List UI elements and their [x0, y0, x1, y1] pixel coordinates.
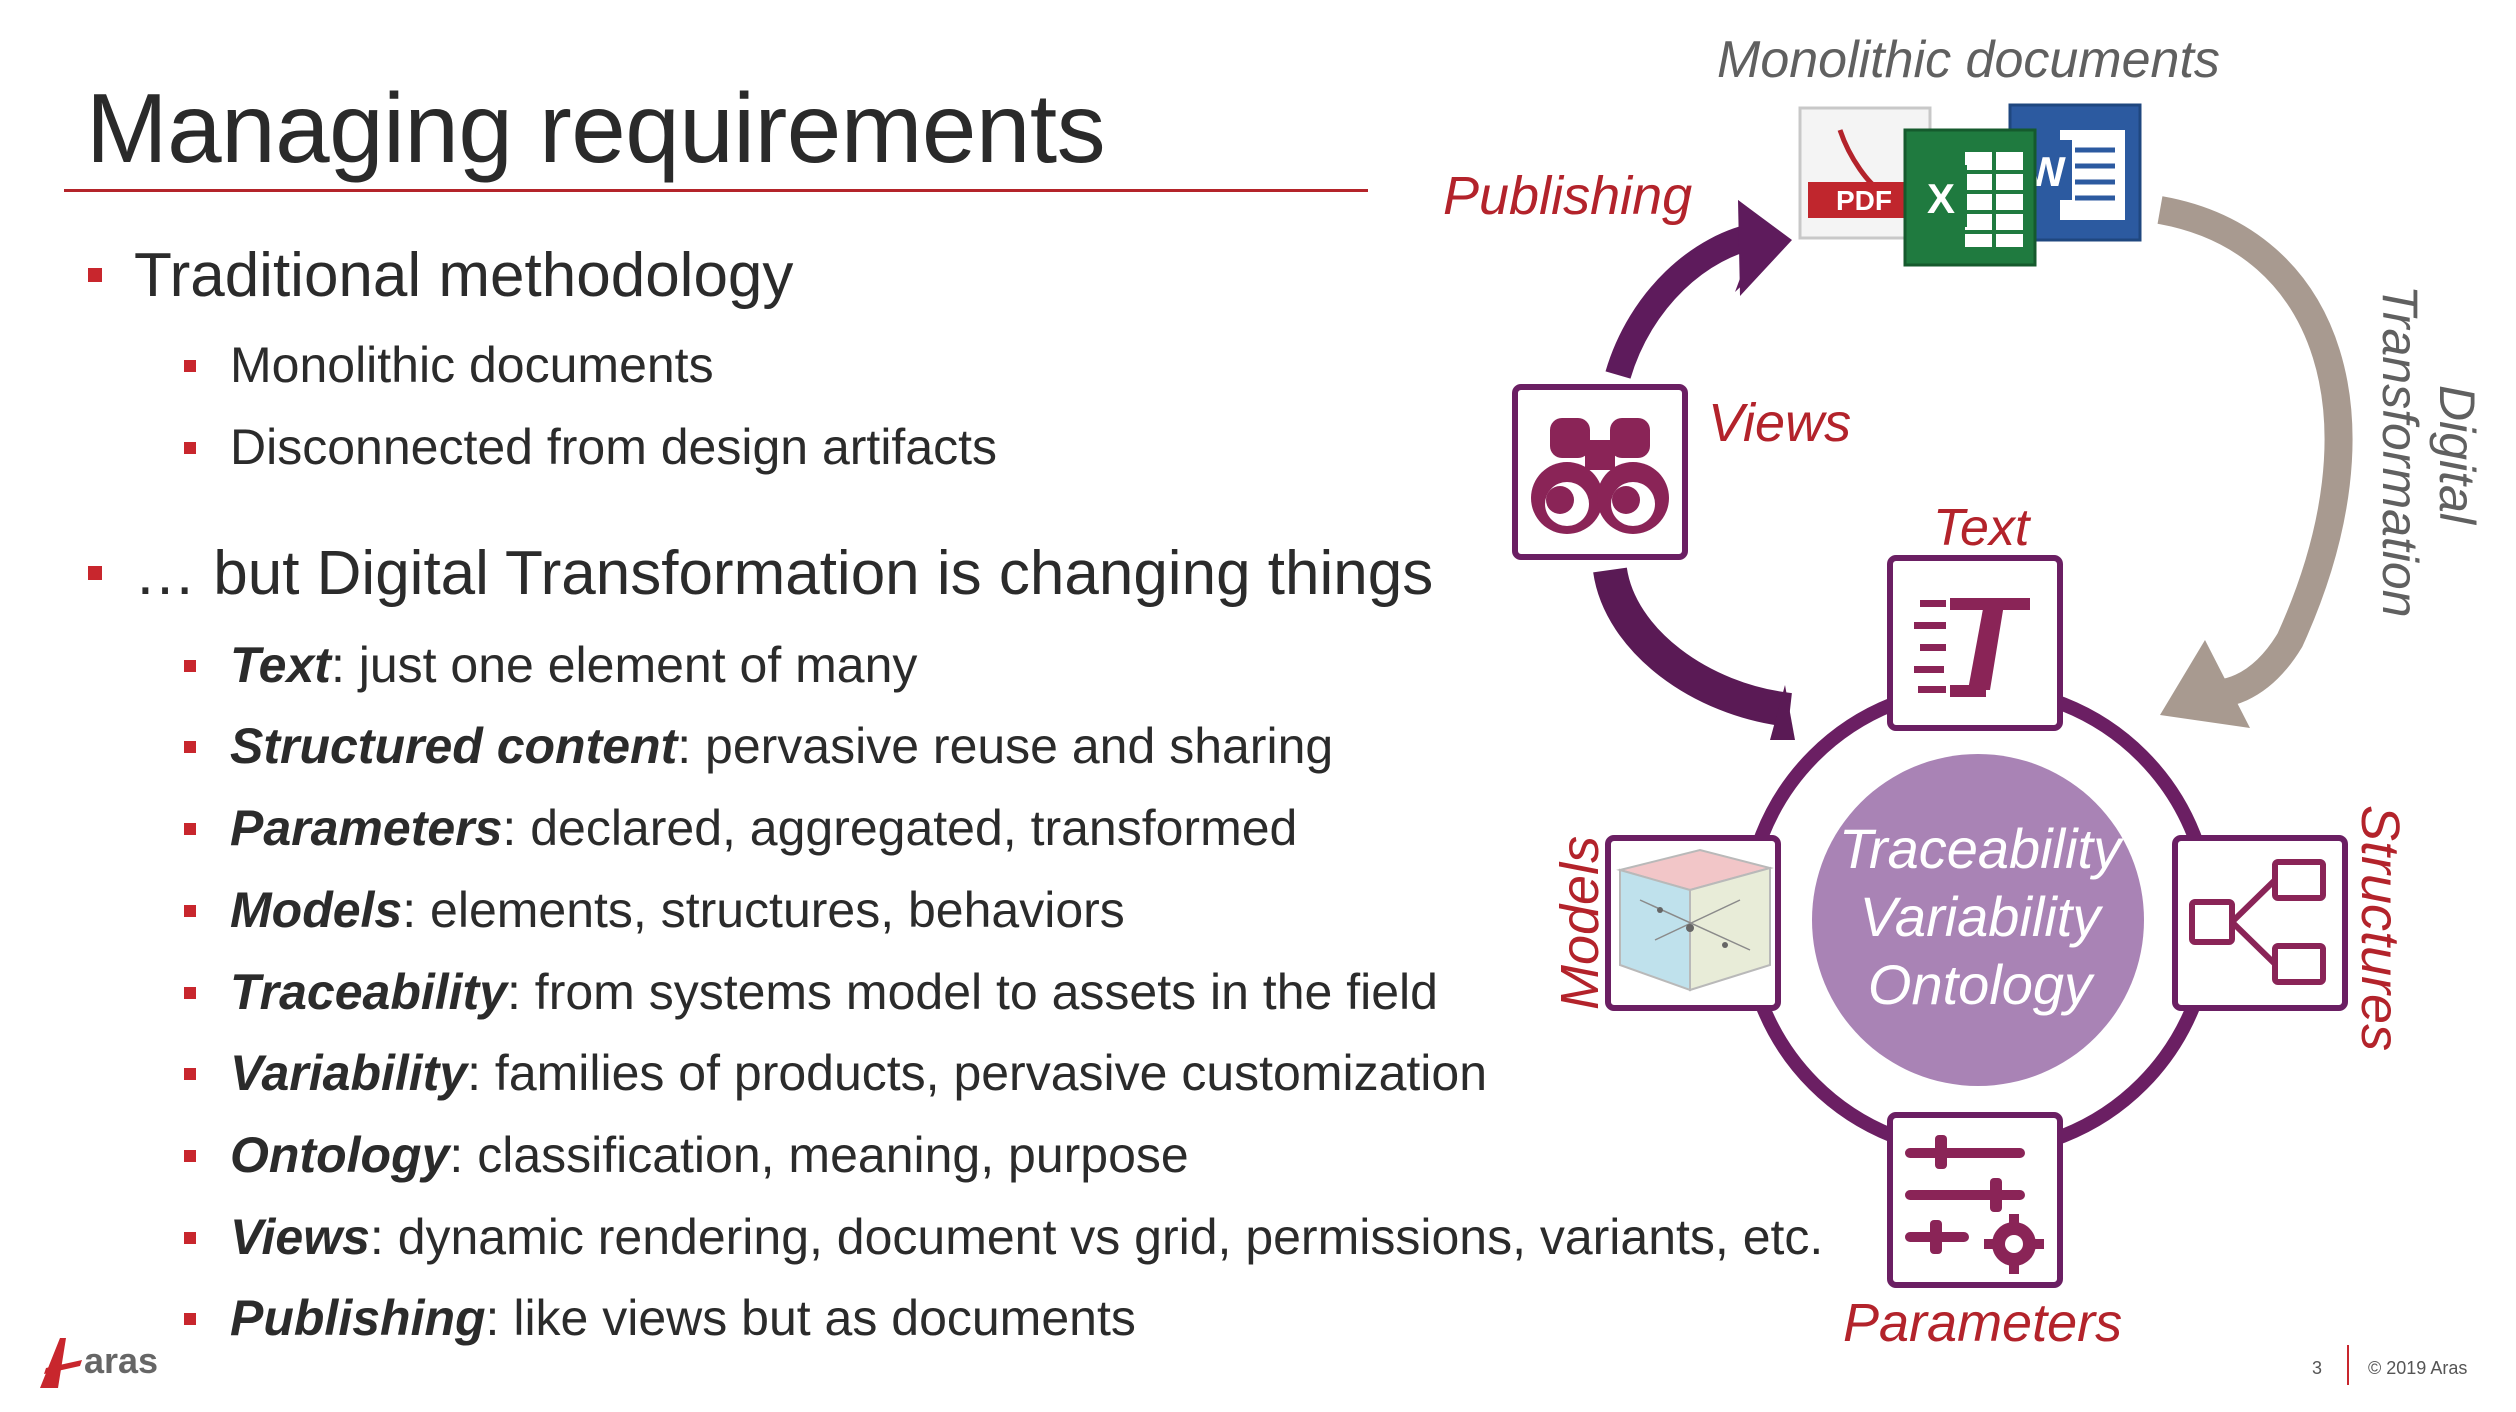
- title-divider: [64, 189, 1368, 192]
- bullet-marker: [184, 741, 196, 753]
- bullet-marker: [184, 1150, 196, 1162]
- bullet-desc: : from systems model to assets in the fi…: [507, 964, 1438, 1020]
- bullet-marker: [184, 823, 196, 835]
- bullet-term: Variability: [230, 1045, 468, 1101]
- pdf-label: PDF: [1836, 185, 1892, 216]
- aras-logo-mark-icon: [40, 1338, 82, 1388]
- bullet-term: Parameters: [230, 800, 503, 856]
- bullet-item: Views: dynamic rendering, document vs gr…: [184, 1208, 1824, 1266]
- views-arrow-head: [1770, 685, 1795, 740]
- bullet-term: Structured content: [230, 718, 678, 774]
- slide-title: Managing requirements: [86, 73, 1106, 183]
- bullet-monolithic: Monolithic documents: [184, 336, 714, 394]
- footer-divider: [2347, 1345, 2349, 1385]
- models-box: [1605, 835, 1781, 1011]
- bullet-text: … but Digital Transformation is changing…: [134, 539, 1434, 608]
- views-box: [1512, 384, 1688, 560]
- text-format-icon: [1914, 598, 2030, 697]
- models-label: Models: [1550, 836, 1610, 1010]
- text-box: [1887, 555, 2063, 731]
- structures-box: [2172, 835, 2348, 1011]
- bullet-text: Disconnected from design artifacts: [230, 419, 998, 475]
- copyright-text: © 2019 Aras: [2368, 1358, 2468, 1378]
- binoculars-icon: [1531, 418, 1669, 534]
- bullet-item: Text: just one element of many: [184, 636, 918, 694]
- bullet-text: Monolithic documents: [230, 337, 714, 393]
- bullet-desc: : families of products, pervasive custom…: [467, 1045, 1488, 1101]
- bullet-marker: [88, 268, 102, 282]
- variability-text: Variability: [1859, 885, 2101, 948]
- model-cube-icon: [1616, 848, 1774, 992]
- bullet-term: Publishing: [230, 1290, 486, 1346]
- bullet-marker: [184, 1232, 196, 1244]
- bullet-desc: : elements, structures, behaviors: [402, 882, 1125, 938]
- structures-label: Structures: [2350, 805, 2410, 1051]
- bullet-marker: [184, 660, 196, 672]
- publishing-label: Publishing: [1443, 166, 1693, 226]
- bullet-marker: [184, 360, 196, 372]
- bullet-marker: [184, 1313, 196, 1325]
- digital-label: Digital: [2429, 385, 2485, 526]
- bullet-item: Publishing: like views but as documents: [184, 1289, 1136, 1347]
- excel-letter: X: [1927, 175, 1955, 222]
- bullet-marker: [184, 442, 196, 454]
- bullet-item: Ontology: classification, meaning, purpo…: [184, 1126, 1189, 1184]
- bullet-term: Models: [230, 882, 403, 938]
- bullet-term: Text: [230, 637, 331, 693]
- bullet-desc: : just one element of many: [330, 637, 918, 693]
- sliders-settings-icon: [1905, 1135, 2044, 1274]
- bullet-digital-transformation: … but Digital Transformation is changing…: [88, 538, 1434, 609]
- page-number: 3: [2312, 1358, 2323, 1378]
- ontology-text: Ontology: [1867, 953, 2093, 1016]
- digital-transformation-arrow: [2157, 196, 2353, 728]
- bullet-desc: : classification, meaning, purpose: [449, 1127, 1189, 1183]
- bullet-marker: [184, 1068, 196, 1080]
- bullet-disconnected: Disconnected from design artifacts: [184, 418, 998, 476]
- core-circle: [1812, 754, 2144, 1086]
- bullet-text: Traditional methodology: [134, 241, 794, 310]
- monolithic-documents-label: Monolithic documents: [1717, 31, 2220, 89]
- views-to-core-arrow: [1593, 566, 1793, 727]
- bullet-desc: : declared, aggregated, transformed: [502, 800, 1298, 856]
- publishing-arrow: [1605, 200, 1792, 379]
- bullet-item: Models: elements, structures, behaviors: [184, 881, 1125, 939]
- core-concepts-text: Traceability Variability Ontology: [1810, 815, 2150, 1019]
- views-label: Views: [1708, 393, 1852, 453]
- bullet-term: Traceability: [230, 964, 508, 1020]
- text-label: Text: [1933, 499, 2030, 557]
- excel-document-icon: X: [1903, 128, 2037, 267]
- bullet-desc: : like views but as documents: [485, 1290, 1136, 1346]
- bullet-desc: : dynamic rendering, document vs grid, p…: [369, 1209, 1824, 1265]
- bullet-item: Traceability: from systems model to asse…: [184, 963, 1438, 1021]
- bullet-term: Views: [230, 1209, 370, 1265]
- bullet-term: Ontology: [230, 1127, 450, 1183]
- bullet-item: Variability: families of products, perva…: [184, 1044, 1488, 1102]
- bullet-marker: [184, 905, 196, 917]
- bullet-marker: [184, 987, 196, 999]
- parameters-label: Parameters: [1843, 1293, 2123, 1353]
- bullet-traditional: Traditional methodology: [88, 240, 794, 311]
- aras-logo-text: aras: [84, 1340, 159, 1381]
- transformation-label: Transformation: [2372, 285, 2428, 618]
- bullet-item: Structured content: pervasive reuse and …: [184, 717, 1334, 775]
- parameters-box: [1887, 1112, 2063, 1288]
- bullet-item: Parameters: declared, aggregated, transf…: [184, 799, 1298, 857]
- bullet-desc: : pervasive reuse and sharing: [677, 718, 1334, 774]
- bullet-marker: [88, 566, 102, 580]
- hierarchy-icon: [2189, 859, 2326, 985]
- aras-logo: aras: [32, 1332, 172, 1392]
- traceability-text: Traceability: [1838, 817, 2122, 880]
